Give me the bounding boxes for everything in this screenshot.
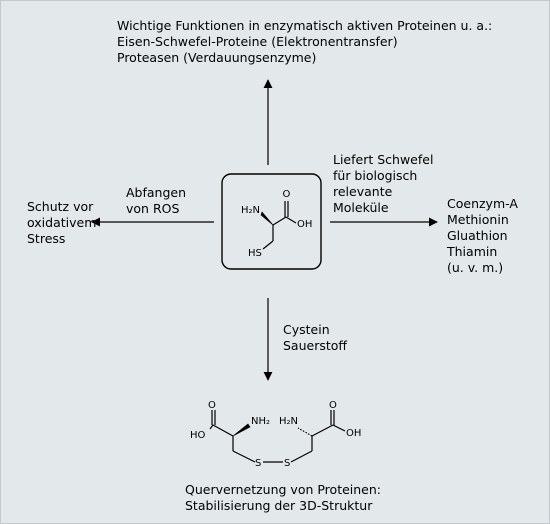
right-arrow-label-line-1: Liefert Schwefel bbox=[333, 152, 434, 167]
cystine-s-left-label: S bbox=[255, 458, 261, 469]
top-function-title: Wichtige Funktionen in enzymatisch aktiv… bbox=[117, 18, 493, 33]
right-result-line-3: Gluathion bbox=[447, 228, 508, 243]
bottom-arrow-label-line-1: Cystein bbox=[283, 322, 330, 337]
right-result-line-4: Thiamin bbox=[447, 244, 498, 259]
top-function-item-2: Proteasen (Verdauungsenzyme) bbox=[117, 50, 317, 65]
top-function-item-1: Eisen-Schwefel-Proteine (Elektronentrans… bbox=[117, 34, 398, 49]
cysteine-o-label: O bbox=[283, 189, 291, 200]
right-result-line-2: Methionin bbox=[447, 212, 509, 227]
right-arrow-label-line-2: für biologisch bbox=[333, 168, 418, 183]
left-result-line-3: Stress bbox=[27, 231, 66, 246]
left-result-line-1: Schutz vor bbox=[27, 199, 94, 214]
cystine-nh2-left-label: NH₂ bbox=[251, 416, 270, 427]
cysteine-sh-label: HS bbox=[248, 248, 262, 259]
cystine-o-left-label: O bbox=[208, 400, 216, 411]
bottom-result-line-1: Quervernetzung von Proteinen: bbox=[185, 482, 382, 497]
right-result-line-1: Coenzym-A bbox=[447, 196, 518, 211]
left-result-line-2: oxidativem bbox=[27, 215, 97, 230]
right-arrow-label-line-4: Moleküle bbox=[333, 200, 389, 215]
cystine-ho-left-label: HO bbox=[190, 430, 206, 441]
cystine-s-right-label: S bbox=[284, 458, 290, 469]
right-result-line-5: (u. v. m.) bbox=[447, 260, 504, 275]
cysteine-structure bbox=[260, 201, 297, 250]
right-arrow-label-line-3: relevante bbox=[333, 184, 393, 199]
bottom-result-line-2: Stabilisierung der 3D-Struktur bbox=[185, 498, 373, 513]
cystine-oh-right-label: OH bbox=[346, 428, 361, 439]
bottom-arrow-label-line-2: Sauerstoff bbox=[283, 338, 348, 353]
cystine-structure bbox=[209, 410, 346, 463]
cysteine-box bbox=[221, 173, 322, 270]
cystine-o-right-label: O bbox=[329, 400, 337, 411]
cystine-nh2-right-label: H₂N bbox=[279, 416, 298, 427]
left-arrow-label-line-1: Abfangen bbox=[126, 185, 187, 200]
cysteine-nh2-label: H₂N bbox=[241, 205, 260, 216]
left-arrow-label-line-2: von ROS bbox=[126, 201, 180, 216]
cysteine-oh-label: OH bbox=[297, 219, 312, 230]
